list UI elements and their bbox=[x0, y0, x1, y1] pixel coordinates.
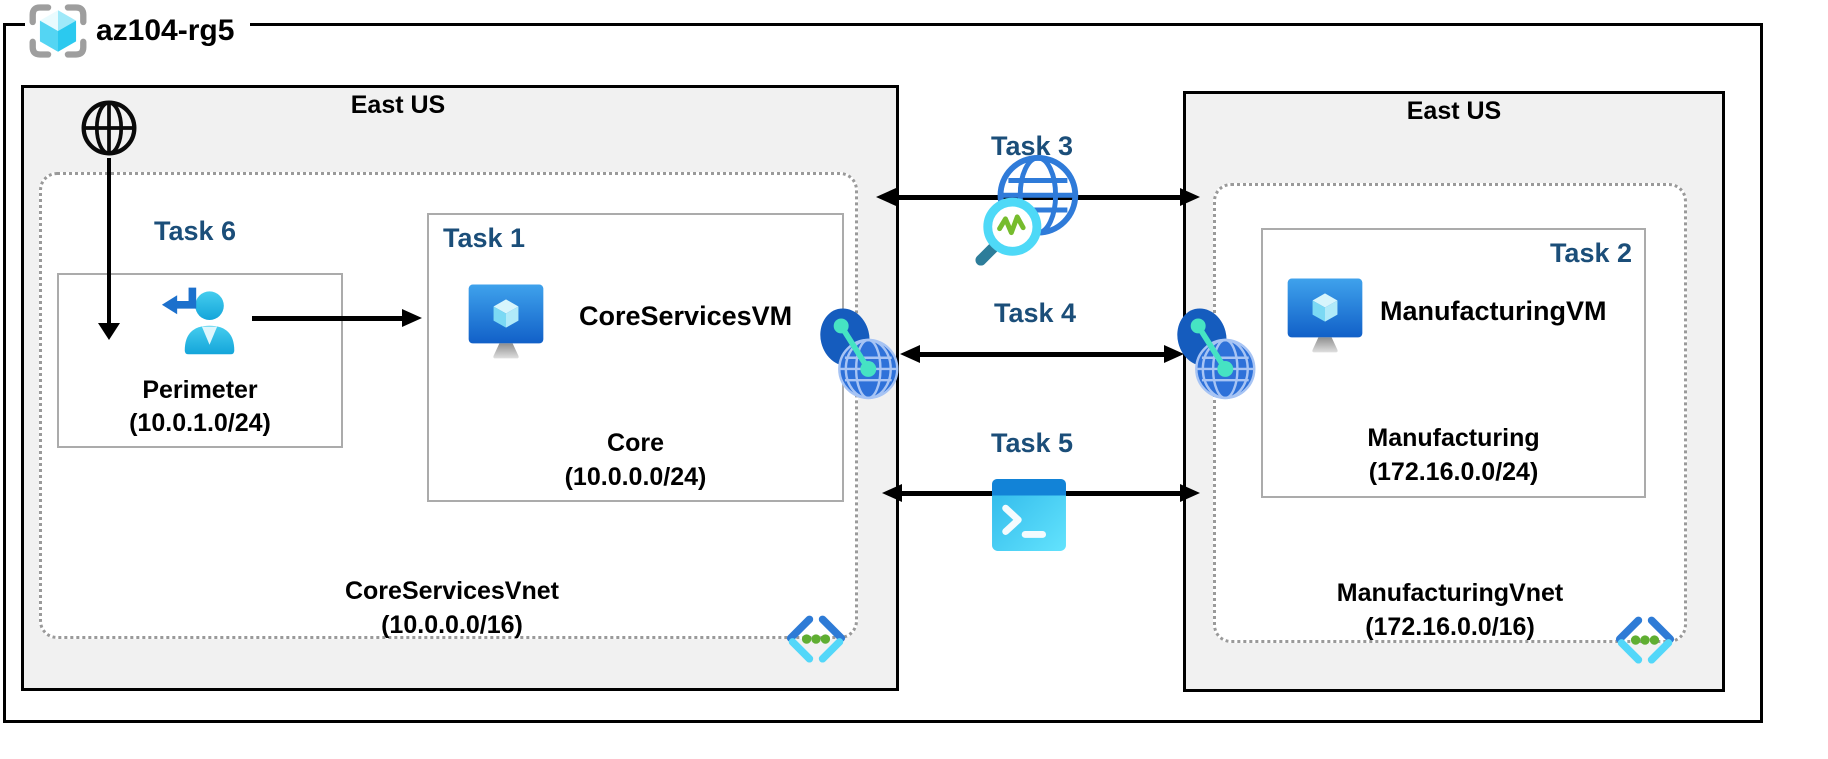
manufacturing-subnet-cidr: (172.16.0.0/24) bbox=[1368, 458, 1539, 486]
core-subnet-cidr: (10.0.0.0/24) bbox=[564, 463, 707, 491]
core-subnet-name: Core bbox=[607, 429, 664, 457]
vnet-label-manufacturing: ManufacturingVnet (172.16.0.0/16) bbox=[1250, 576, 1650, 644]
vnet-name: CoreServicesVnet bbox=[344, 577, 559, 605]
region-east-us-left: East US Task 6 bbox=[21, 85, 899, 691]
perimeter-to-vm-arrow bbox=[252, 316, 402, 321]
vnet-name: ManufacturingVnet bbox=[1336, 579, 1564, 607]
task6-label: Task 6 bbox=[153, 216, 237, 246]
virtual-machine-icon bbox=[468, 284, 544, 359]
virtual-network-icon bbox=[786, 615, 846, 663]
manufacturing-subnet-name: Manufacturing bbox=[1367, 424, 1540, 452]
vm-name-coreservices: CoreServicesVM bbox=[579, 301, 793, 331]
task5-label: Task 5 bbox=[990, 428, 1074, 458]
internet-to-perimeter-arrow-head bbox=[98, 323, 120, 340]
task1-box: Task 1 CoreServicesVM Core (10.0.0. bbox=[427, 213, 844, 502]
task5-arrow-head-left bbox=[882, 484, 902, 502]
resource-group-icon bbox=[29, 4, 87, 58]
task4-arrow-head-right bbox=[1164, 345, 1184, 363]
vnet-cidr: (172.16.0.0/16) bbox=[1365, 613, 1535, 641]
region-label-right: East US bbox=[1406, 97, 1502, 125]
virtual-network-icon bbox=[1615, 616, 1675, 664]
perimeter-subnet-box: Perimeter (10.0.1.0/24) bbox=[57, 273, 343, 448]
task4-arrow-head-left bbox=[900, 345, 920, 363]
vm-name-manufacturing: ManufacturingVM bbox=[1380, 296, 1607, 326]
subnet-user-icon bbox=[161, 287, 235, 355]
region-east-us-right: East US Task 2 Manufactu bbox=[1183, 91, 1725, 692]
vnet-peering-icon-right bbox=[1177, 308, 1256, 400]
vnet-cidr: (10.0.0.0/16) bbox=[381, 611, 523, 639]
resource-group-label: az104-rg5 bbox=[96, 14, 235, 47]
region-label-left: East US bbox=[350, 91, 446, 119]
vnet-peering-icon-left bbox=[820, 308, 899, 400]
task3-arrow-head-right bbox=[1180, 188, 1200, 206]
task5-arrow-head-right bbox=[1180, 484, 1200, 502]
network-watcher-icon bbox=[975, 154, 1079, 266]
task4-arrow bbox=[920, 352, 1164, 357]
internet-to-perimeter-arrow bbox=[107, 158, 111, 324]
perimeter-to-vm-arrow-head bbox=[402, 309, 422, 327]
virtual-machine-icon bbox=[1287, 278, 1363, 353]
perimeter-subnet-name: Perimeter bbox=[142, 376, 258, 404]
task2-box: Task 2 ManufacturingVM Manufacturing bbox=[1261, 228, 1646, 498]
task1-label: Task 1 bbox=[443, 223, 526, 253]
resource-group-header: az104-rg5 bbox=[25, 0, 251, 62]
perimeter-subnet-cidr: (10.0.1.0/24) bbox=[129, 409, 271, 437]
task4-label: Task 4 bbox=[993, 298, 1077, 328]
task3-arrow-head-left bbox=[876, 188, 896, 206]
task2-label: Task 2 bbox=[1549, 238, 1632, 268]
internet-globe-icon bbox=[81, 100, 137, 156]
cloud-shell-icon bbox=[992, 479, 1066, 551]
vnet-label-coreservices: CoreServicesVnet (10.0.0.0/16) bbox=[252, 574, 652, 642]
